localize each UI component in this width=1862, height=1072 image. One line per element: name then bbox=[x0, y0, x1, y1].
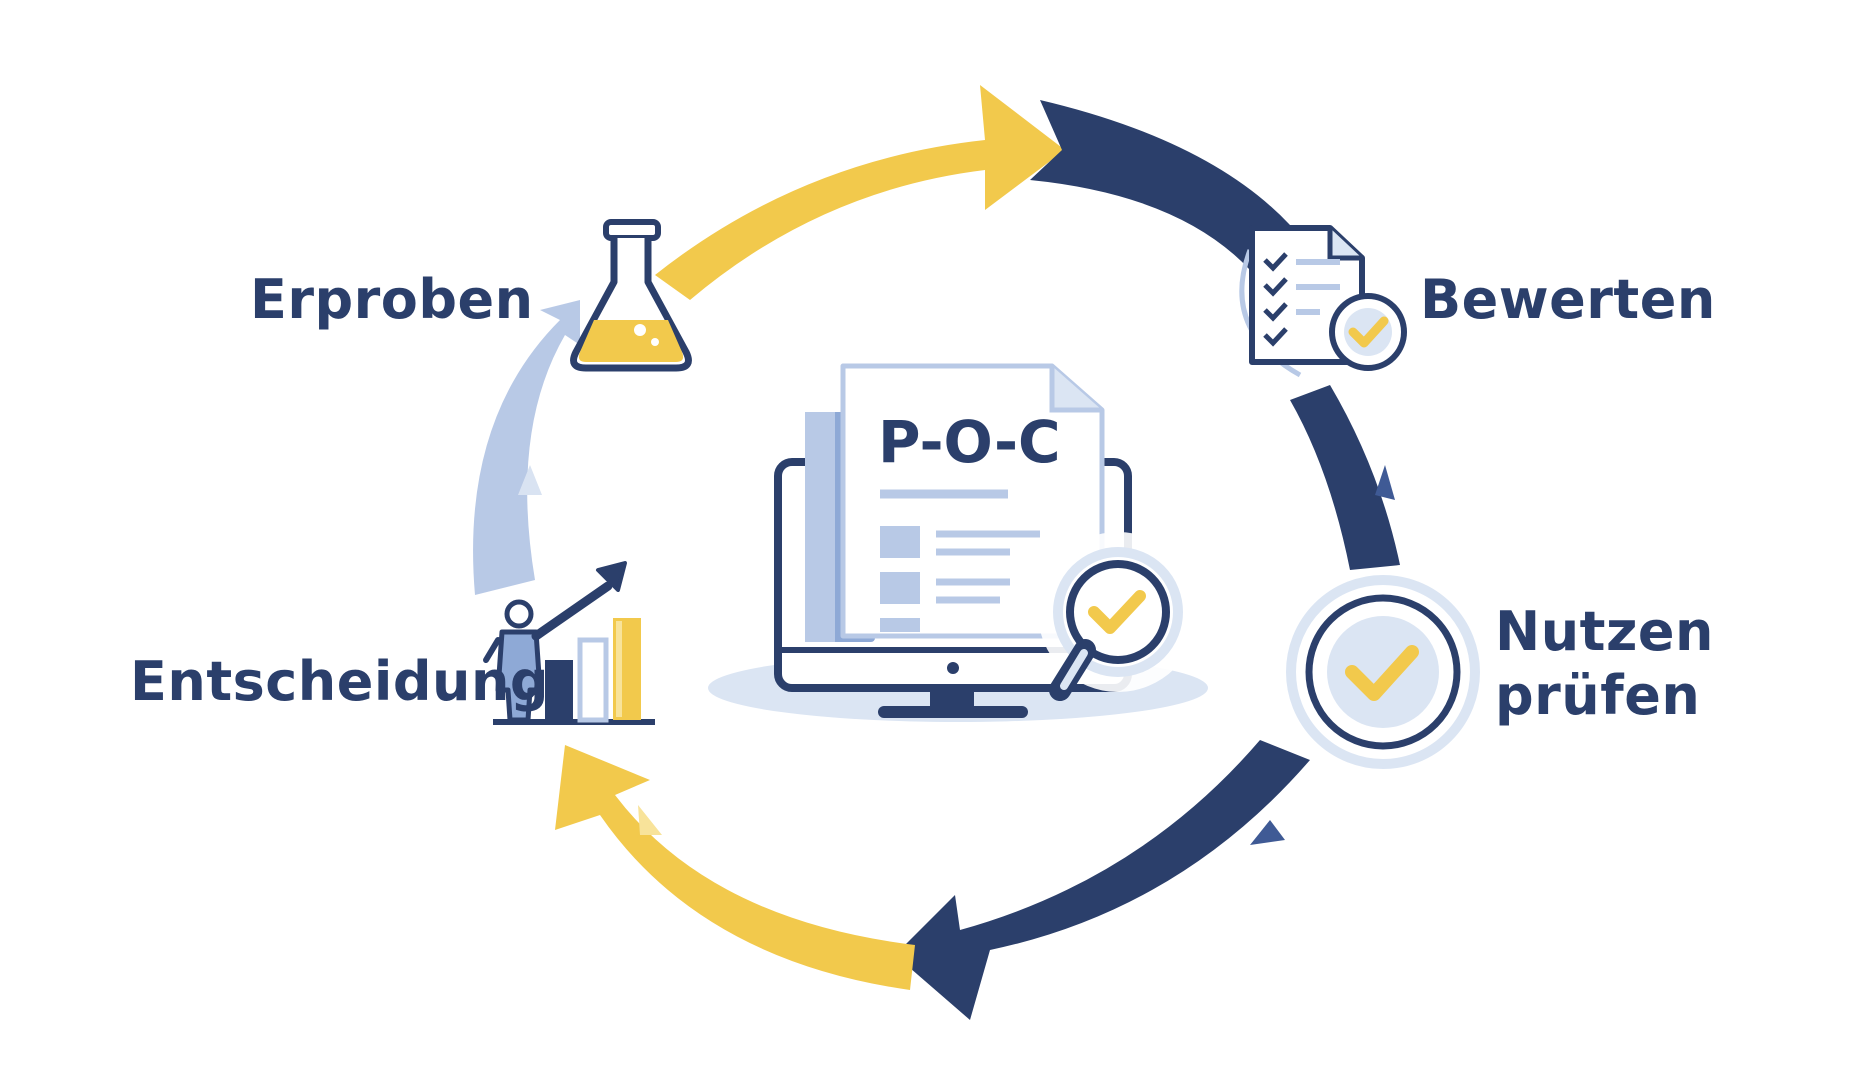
step-label-nutzen-pruefen: Nutzen prüfen bbox=[1495, 600, 1714, 727]
flask-icon bbox=[570, 219, 692, 372]
step-label-bewerten: Bewerten bbox=[1420, 268, 1716, 331]
step-label-entscheidung: Entscheidung bbox=[130, 650, 550, 713]
step-label-nutzen-line2: prüfen bbox=[1495, 663, 1701, 727]
arrow-nutzen-to-entscheidung bbox=[895, 740, 1310, 1020]
poc-monitor-icon: P-O-C bbox=[708, 363, 1208, 722]
arrow-bewerten-to-nutzen bbox=[1030, 100, 1400, 570]
step-label-nutzen-line1: Nutzen bbox=[1495, 600, 1714, 663]
arrow-entscheidung-to-erproben bbox=[555, 745, 915, 990]
arrow-erproben-to-bewerten bbox=[655, 85, 1065, 300]
check-circle-icon bbox=[1286, 575, 1480, 769]
arrow-left-light bbox=[473, 300, 580, 595]
checklist-document-icon bbox=[1239, 225, 1407, 378]
step-label-erproben: Erproben bbox=[250, 268, 534, 331]
growth-chart-person-icon bbox=[483, 561, 655, 725]
poc-title: P-O-C bbox=[878, 408, 1061, 476]
